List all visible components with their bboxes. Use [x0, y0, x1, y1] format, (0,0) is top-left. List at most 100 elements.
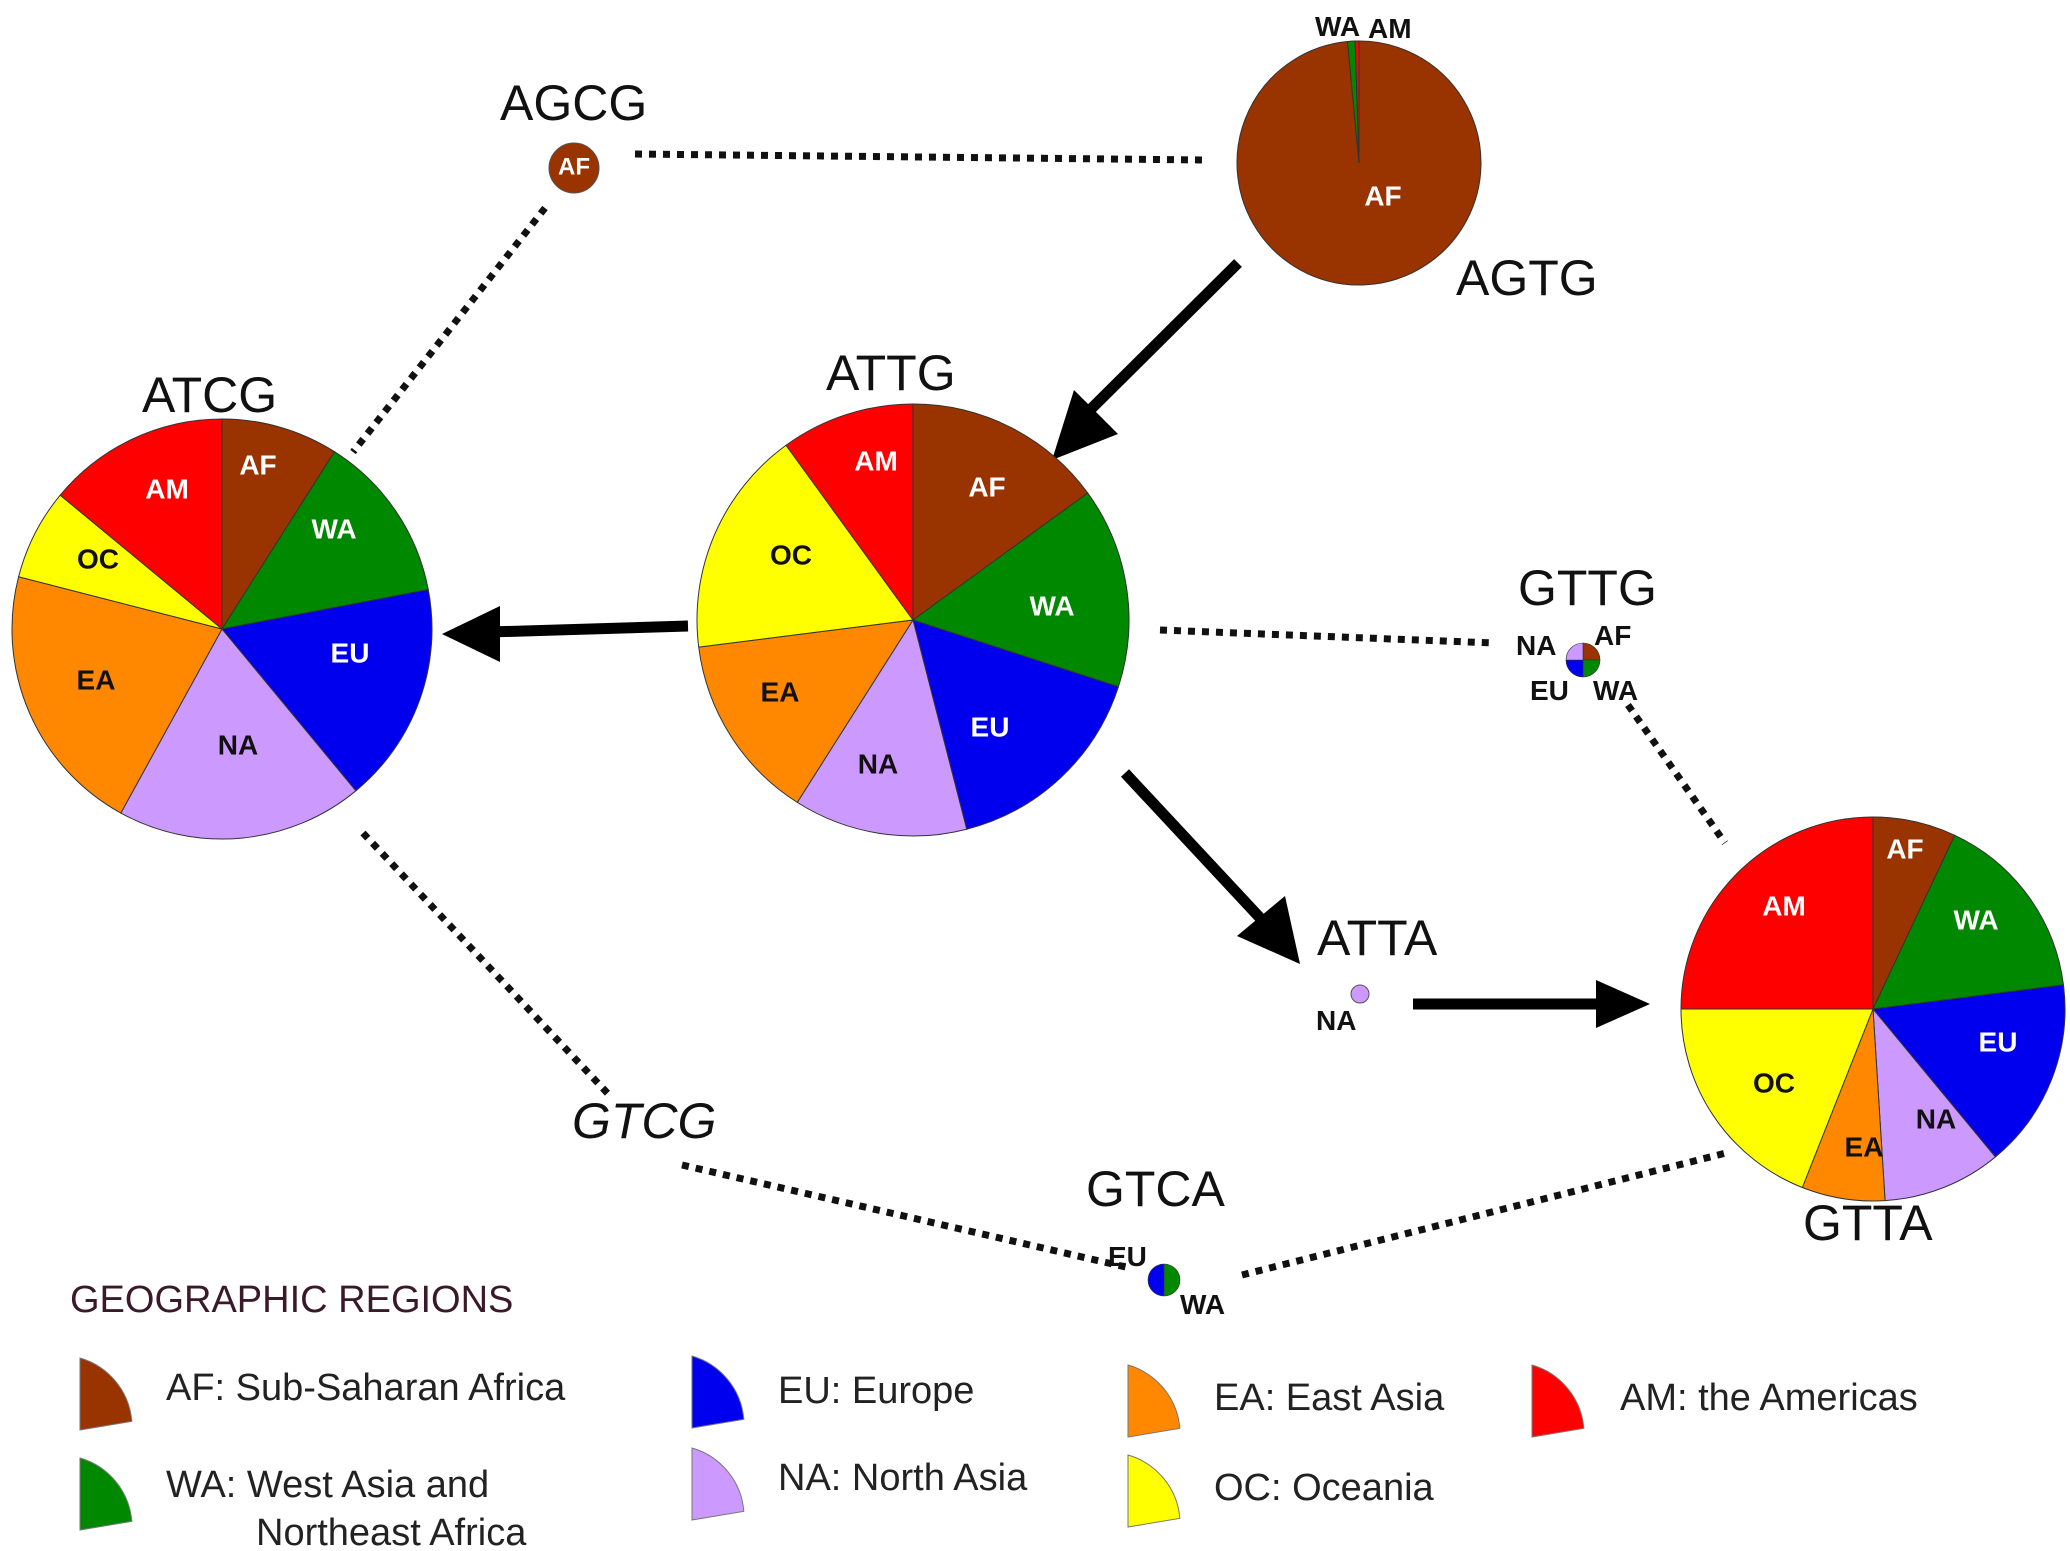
slice-label: WA [1029, 590, 1074, 621]
pie-atta [1350, 984, 1370, 1004]
legend-label-am: AM: the Americas [1620, 1377, 1918, 1419]
label-gtta: GTTA [1803, 1195, 1933, 1251]
pie-gtca [1147, 1263, 1181, 1297]
arrow-agtg-to-attg [1052, 259, 1242, 460]
slice-label: OC [77, 543, 119, 574]
link-atcg-gtcg [360, 830, 615, 1101]
pie-slice-wa [220, 451, 429, 630]
label-attg: ATTG [826, 345, 956, 401]
legend-item-af: AF: Sub-Saharan Africa [79, 1357, 566, 1431]
legend-label-ea: EA: East Asia [1214, 1377, 1445, 1419]
legend-swatch-eu [691, 1355, 745, 1429]
slice-labels-gttg: NA AF EU WA [1516, 620, 1638, 706]
pie-slice-na [1872, 1007, 1997, 1202]
slice-label: NA [1516, 630, 1556, 661]
slice-label: WA [1315, 11, 1360, 42]
pie-slice-na [120, 628, 357, 840]
arrows [442, 259, 1650, 1028]
pie-slice-ea [698, 619, 914, 804]
legend-swatch-wa [79, 1457, 133, 1531]
connections [350, 150, 1731, 1279]
slice-label: WA [311, 513, 356, 544]
slice-label: AM [1762, 890, 1806, 921]
link-gttg-gtta [1625, 702, 1728, 846]
slice-labels-gtca: EU WA [1108, 1241, 1225, 1320]
legend-item-na: NA: North Asia [691, 1447, 1028, 1521]
slice-labels-agtg: AF WA AM [1315, 11, 1412, 211]
label-atcg: ATCG [142, 367, 277, 423]
slice-label: NA [1316, 1005, 1356, 1036]
slice-labels-atta: NA [1316, 1005, 1356, 1036]
legend-label-af: AF: Sub-Saharan Africa [166, 1367, 566, 1409]
legend-title: GEOGRAPHIC REGIONS [70, 1279, 513, 1321]
pie-atcg [11, 418, 433, 840]
label-agcg: AGCG [500, 75, 647, 131]
slice-labels-agcg: AF [558, 153, 590, 180]
arrow-attg-to-atta [1120, 769, 1300, 964]
legend-label-wa-line2: Northeast Africa [256, 1512, 527, 1551]
arrow-attg-to-atcg [442, 606, 689, 662]
legend-label-oc: OC: Oceania [1214, 1467, 1435, 1509]
pie-slice-eu [221, 589, 433, 792]
pie-slice-af [548, 142, 600, 194]
pie-attg [696, 403, 1130, 837]
pie-slice-wa [911, 492, 1130, 688]
link-attg-gttg [1159, 626, 1496, 647]
pie-slice-wa [1163, 1263, 1181, 1297]
slice-label: EU [971, 711, 1010, 742]
slice-label: AF [1886, 833, 1923, 864]
pie-slice-na [1350, 984, 1370, 1004]
legend-label-wa: WA: West Asia and [166, 1464, 489, 1506]
pie-slice-af [221, 418, 336, 631]
slice-label: EA [761, 676, 800, 707]
pie-slice-eu [912, 619, 1120, 830]
pie-slice-ea [11, 576, 223, 814]
legend-item-ea: EA: East Asia [1127, 1364, 1445, 1438]
pie-slice-am [1680, 816, 1874, 1010]
slice-label: EU [1530, 675, 1569, 706]
slice-label: NA [1916, 1103, 1956, 1134]
pie-slice-eu [1872, 984, 2066, 1158]
pie-slice-am [59, 418, 223, 631]
link-gtca-gtta [1241, 1148, 1731, 1279]
pie-slice-af [912, 403, 1089, 621]
legend-label-na: NA: North Asia [778, 1457, 1028, 1499]
slice-label: AF [239, 449, 276, 480]
legend-item-am: AM: the Americas [1531, 1364, 1918, 1438]
slice-label: AF [558, 153, 590, 180]
pie-gtta [1680, 816, 2066, 1202]
slice-label: WA [1953, 904, 1998, 935]
link-agcg-agtg [634, 150, 1206, 164]
pie-slice-am [1354, 40, 1360, 164]
label-gtca: GTCA [1086, 1161, 1226, 1217]
slice-label: AF [968, 471, 1005, 502]
pie-slice-oc [696, 444, 914, 648]
pie-gttg [1565, 642, 1601, 678]
slice-label: WA [1593, 675, 1638, 706]
legend-swatch-oc [1127, 1454, 1181, 1528]
slice-label: AM [1368, 13, 1412, 44]
slice-label: NA [858, 748, 898, 779]
legend-item-eu: EU: Europe [691, 1355, 974, 1429]
pie-slice-eu [1147, 1263, 1165, 1297]
pie-slice-wa [1872, 834, 2065, 1010]
label-agtg: AGTG [1456, 250, 1598, 306]
legend-item-oc: OC: Oceania [1127, 1454, 1435, 1528]
slice-labels-attg: AF WA EU NA EA OC AM [761, 445, 1075, 779]
legend-label-eu: EU: Europe [778, 1370, 974, 1412]
label-atta: ATTA [1317, 910, 1438, 966]
legend: GEOGRAPHIC REGIONS AF: Sub-Saharan Afric… [70, 1279, 1918, 1551]
pie-agtg [1236, 40, 1482, 286]
pie-slice-na [1565, 642, 1584, 661]
legend-swatch-na [691, 1447, 745, 1521]
link-agcg-atcg [350, 205, 548, 455]
slice-label: OC [770, 539, 812, 570]
slice-label: EA [1845, 1131, 1884, 1162]
pie-slice-oc [1680, 1008, 1874, 1189]
slice-label: EU [1979, 1026, 2018, 1057]
slice-label: EU [331, 637, 370, 668]
label-gttg: GTTG [1518, 560, 1657, 616]
slice-labels-atcg: AF WA EU NA EA OC AM [77, 449, 370, 760]
arrow-atta-to-gtta [1413, 980, 1650, 1028]
